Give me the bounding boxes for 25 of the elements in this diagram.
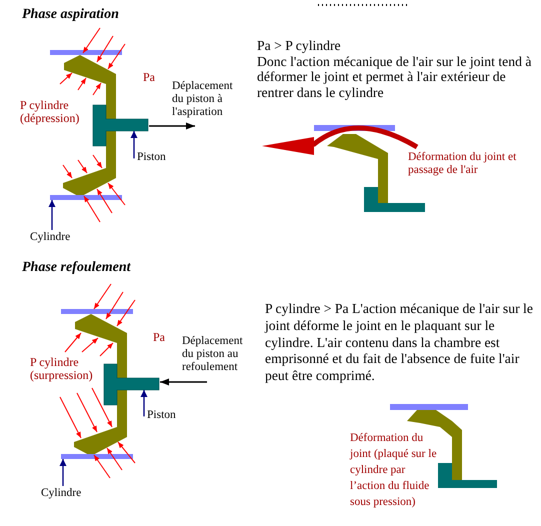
section-heading: Phase refoulement — [22, 259, 130, 276]
explanation-text: Donc l'action mécanique de l'air sur le joint tend à déformer le joint et permet à l'air extérieur de rentrer dans le cylindre — [257, 54, 532, 100]
cylinder-wall — [50, 195, 122, 200]
leader-line — [60, 459, 66, 486]
part-label: Cylindre — [41, 486, 82, 500]
pressure-condition: Pa > P cylindre — [257, 38, 341, 54]
motion-label: Déplacement du piston au refoulement — [182, 335, 244, 374]
piston — [104, 364, 160, 406]
annotation-text: Déformation du joint et passage de l'air — [408, 151, 518, 177]
pressure-label: Pa — [153, 330, 165, 344]
annotation-text: Déformation du joint (plaqué sur le cylindre par l’action du fluide sous pression) — [350, 431, 438, 510]
pressure-label: P cylindre (surpression) — [30, 356, 94, 382]
leader-line — [130, 131, 138, 158]
part-label: Piston — [147, 408, 176, 422]
pressure-label: P cylindre (dépression) — [20, 99, 80, 125]
leader-line — [140, 390, 148, 416]
motion-label: Déplacement du piston à l'aspiration — [172, 80, 234, 119]
cylinder-wall — [61, 454, 133, 459]
explanation-text: P cylindre > Pa L'action mécanique de l'air sur le joint déforme le joint en le plaquant sur le cylindre. L'air contenu dans la chambre est emprisonné et du fait de l'absence de fuite l'air peut être comprimé. — [265, 301, 534, 385]
section-heading: Phase aspiration — [22, 6, 119, 23]
piston — [92, 104, 148, 146]
part-label: Piston — [137, 150, 166, 164]
pressure-label: Pa — [143, 70, 155, 84]
leader-line — [48, 200, 56, 230]
part-label: Cylindre — [30, 230, 70, 244]
